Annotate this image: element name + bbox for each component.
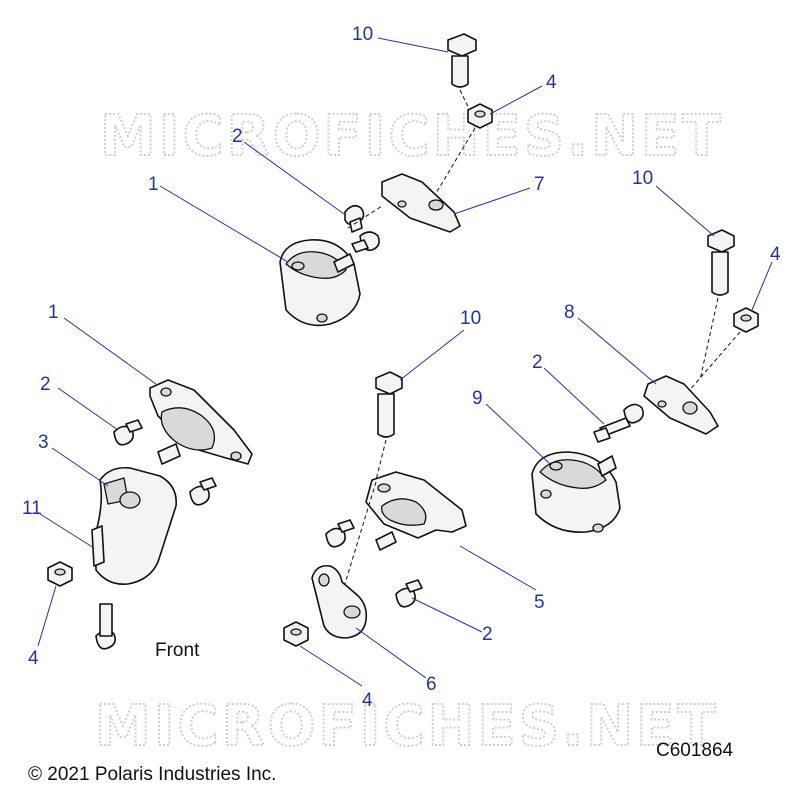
mount-1-top: [279, 239, 361, 327]
screw-left-right: [189, 477, 217, 506]
nut-4-right: [733, 307, 759, 333]
screw-2-right-b: [593, 427, 611, 443]
top-mount-assembly: [279, 33, 493, 327]
bracket-6: [311, 564, 368, 639]
mount-5: [365, 471, 467, 551]
callout-4-top: 4: [546, 72, 557, 93]
callout-7: 7: [534, 174, 545, 195]
mount-9: [531, 451, 621, 533]
watermark-bottom: MICROFICHES.NET: [95, 694, 719, 759]
right-mount-assembly: [531, 229, 759, 533]
screw-top-small: [351, 231, 380, 253]
callout-2-right: 2: [532, 352, 543, 373]
callout-6: 6: [426, 674, 437, 695]
callout-9: 9: [472, 388, 483, 409]
callout-numbers: 10 4 2 1 7 10 4 8 2 9 10 5 2 6 4 1 2 3 1…: [22, 24, 781, 711]
screw-2-mid: [395, 579, 423, 608]
callout-10-mid: 10: [460, 308, 481, 329]
callout-4-right: 4: [770, 244, 781, 265]
nut-4-top: [467, 103, 493, 129]
bracket-7: [381, 173, 461, 233]
callout-1-top: 1: [148, 174, 159, 195]
mount-1-front: [149, 379, 253, 465]
stud-11: [91, 525, 105, 567]
callout-10-right: 10: [632, 168, 653, 189]
bracket-8: [643, 375, 719, 435]
nut-4-left: [47, 561, 73, 587]
callout-2-top: 2: [232, 126, 243, 147]
callout-10-top: 10: [352, 24, 373, 45]
bolt-left-bottom: [95, 603, 116, 650]
screw-mid-left: [325, 519, 355, 548]
middle-mount-assembly: [283, 371, 467, 647]
front-mount-assembly: [47, 379, 253, 650]
leader-lines: [37, 37, 773, 687]
callout-8: 8: [564, 302, 575, 323]
figure-code: C601864: [656, 740, 734, 761]
screw-2-top: [344, 204, 365, 233]
callout-4-left: 4: [28, 648, 39, 669]
bolt-10-mid: [375, 371, 403, 438]
callout-2-left: 2: [40, 374, 51, 395]
callout-11: 11: [22, 498, 42, 519]
watermark-top: MICROFICHES.NET: [100, 104, 724, 169]
bracket-3: [95, 466, 177, 586]
callout-2-mid: 2: [482, 624, 493, 645]
bolt-10-top: [447, 33, 477, 88]
callout-1-left: 1: [48, 302, 59, 323]
callout-3: 3: [38, 432, 49, 453]
nut-4-mid: [283, 621, 309, 647]
bolt-10-right: [707, 229, 735, 296]
callout-4-mid: 4: [362, 690, 373, 711]
callout-5: 5: [534, 592, 545, 613]
copyright-text: © 2021 Polaris Industries Inc.: [28, 764, 276, 785]
screw-2-left: [113, 419, 143, 446]
front-label: Front: [155, 640, 200, 661]
